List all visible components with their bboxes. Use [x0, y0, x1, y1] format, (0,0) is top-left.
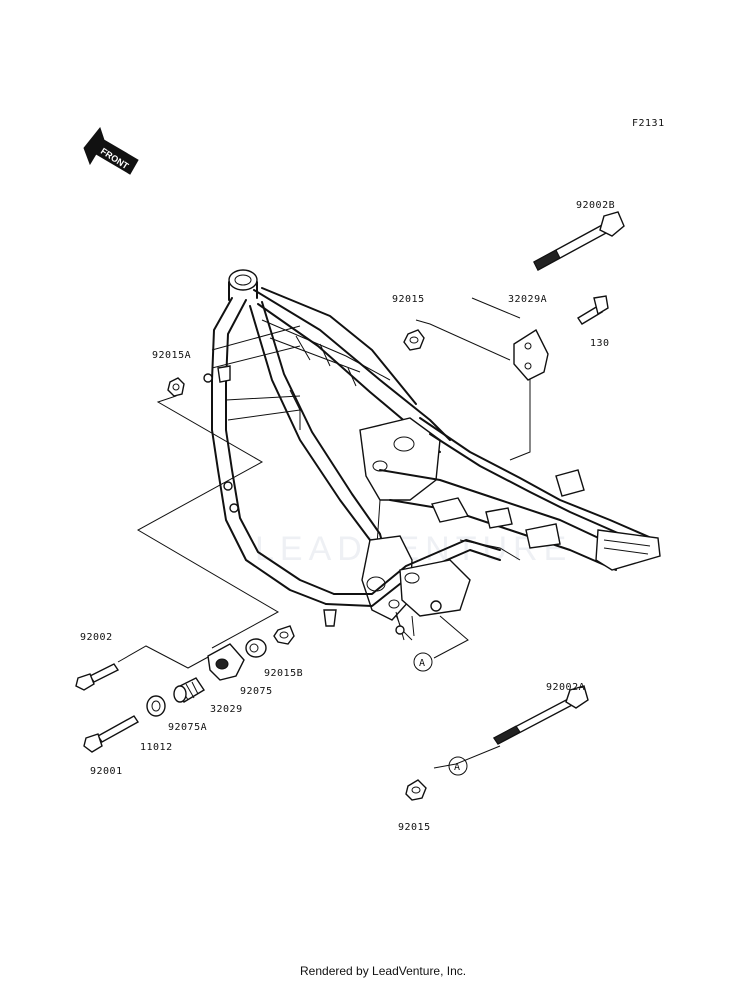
nut-92015-bottom	[405, 779, 427, 801]
label-92075a: 92075A	[168, 722, 207, 733]
label-92015b: 92015B	[264, 668, 303, 679]
bolt-92002b	[533, 211, 625, 271]
label-32029: 32029	[210, 704, 243, 715]
bolt-130	[577, 295, 609, 325]
label-92015a: 92015A	[152, 350, 191, 361]
reference-mark-a-upper-text: A	[419, 658, 426, 669]
reference-mark-a-lower: A	[448, 756, 468, 776]
bolt-92002	[75, 663, 120, 691]
motorcycle-frame	[203, 269, 661, 641]
bracket-32029a	[513, 328, 549, 381]
label-92002b: 92002B	[576, 200, 615, 211]
nut-92015-top	[403, 329, 425, 351]
label-92002a: 92002A	[546, 682, 585, 693]
label-92002: 92002	[80, 632, 113, 643]
collar-11012	[146, 695, 166, 717]
label-92015-bottom: 92015	[398, 822, 431, 833]
label-92015-top: 92015	[392, 294, 425, 305]
label-130: 130	[590, 338, 610, 349]
figure-code: F2131	[632, 118, 665, 129]
label-92001: 92001	[90, 766, 123, 777]
nut-92015a	[167, 377, 185, 397]
damper-92075a	[173, 677, 205, 703]
damper-92075	[245, 638, 267, 658]
reference-mark-a-lower-text: A	[454, 762, 461, 773]
bolt-92002a	[492, 685, 589, 745]
label-11012: 11012	[140, 742, 173, 753]
bolt-92001	[83, 715, 140, 753]
label-92075: 92075	[240, 686, 273, 697]
label-32029a: 32029A	[508, 294, 547, 305]
reference-mark-a-upper: A	[413, 652, 433, 672]
mount-32029	[207, 643, 245, 681]
nut-92015b	[273, 625, 295, 645]
front-arrow-icon: FRONT	[83, 126, 139, 175]
footer-credit: Rendered by LeadVenture, Inc.	[300, 964, 466, 978]
